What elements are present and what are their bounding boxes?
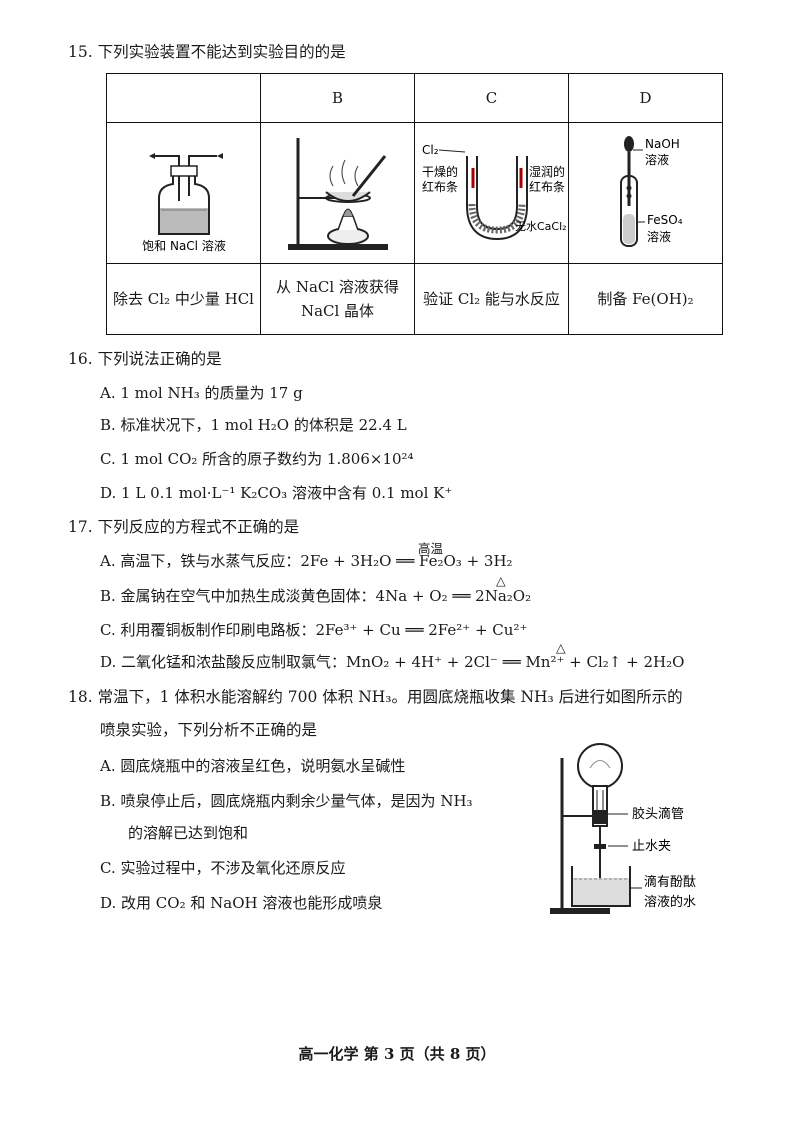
q15-c-wet2: 红布条 [529, 179, 565, 194]
q16-option-d: D. 1 L 0.1 mol·L⁻¹ K₂CO₃ 溶液中含有 0.1 mol K… [100, 484, 453, 502]
q15-c-cacl2: 无水CaCl₂ [515, 220, 567, 233]
q15-d-feso1: FeSO₄ [647, 213, 683, 227]
fountain-dropper-label: 胶头滴管 [632, 806, 684, 822]
q15-header-d: D [568, 73, 723, 123]
q15-table: B C D 饱和 NaCl 溶液 [106, 73, 723, 335]
q15-apparatus-d: NaOH 溶液 FeSO₄ 溶液 [568, 122, 723, 264]
gas-wash-bottle-diagram: 饱和 NaCl 溶液 [142, 153, 226, 253]
q15-c-cl2: Cl₂ [422, 143, 439, 157]
q18-option-a: A. 圆底烧瓶中的溶液呈红色，说明氨水呈碱性 [100, 757, 406, 775]
q15-d-naoh1: NaOH [645, 137, 680, 151]
q17-option-d: D. 二氧化锰和浓盐酸反应制取氯气：MnO₂ + 4H⁺ + 2Cl⁻ ══ M… [100, 653, 685, 671]
evaporation-setup-diagram [287, 138, 388, 250]
q15-desc-b: 从 NaCl 溶液获得 NaCl 晶体 [260, 263, 415, 335]
q17-cond-heat-d: △ [556, 640, 566, 655]
q15-desc-b-line2: NaCl 晶体 [300, 302, 375, 320]
q17-option-a: A. 高温下，铁与水蒸气反应：2Fe + 3H₂O ══ Fe₂O₃ + 3H₂ [100, 552, 513, 570]
q15-apparatus-b [260, 122, 415, 264]
test-tube-dropper-diagram: NaOH 溶液 FeSO₄ 溶液 [619, 136, 683, 247]
q16-option-a: A. 1 mol NH₃ 的质量为 17 g [100, 384, 303, 402]
q15-a-label: 饱和 NaCl 溶液 [142, 238, 226, 253]
q16-option-b: B. 标准状况下，1 mol H₂O 的体积是 22.4 L [100, 416, 407, 434]
q15-apparatus-c: Cl₂ 干燥的 红布条 湿润的 红布条 无水CaCl₂ [414, 122, 569, 264]
page-footer: 高一化学 第 3 页（共 8 页） [298, 1045, 496, 1063]
q18-title-line2: 喷泉实验，下列分析不正确的是 [100, 721, 318, 739]
fountain-experiment-diagram: 胶头滴管 止水夹 滴有酚酞 溶液的水 [550, 743, 696, 914]
fountain-water-label-2: 溶液的水 [644, 894, 696, 910]
q15-apparatus-a: 饱和 NaCl 溶液 [106, 122, 261, 264]
q17-cond-heat-b: △ [496, 573, 506, 588]
fountain-water-label-1: 滴有酚酞 [644, 874, 696, 890]
q16-title: 16. 下列说法正确的是 [68, 350, 222, 368]
q15-desc-a: 除去 Cl₂ 中少量 HCl [106, 263, 261, 335]
q18-title-line1: 18. 常温下，1 体积水能溶解约 700 体积 NH₃。用圆底烧瓶收集 NH₃… [68, 688, 683, 706]
q15-header-b: B [260, 73, 415, 123]
q15-d-naoh2: 溶液 [645, 152, 669, 167]
q15-c-dry1: 干燥的 [422, 164, 458, 179]
q15-header-a [106, 73, 261, 123]
q15-c-wet1: 湿润的 [529, 164, 565, 179]
q17-option-b: B. 金属钠在空气中加热生成淡黄色固体：4Na + O₂ ══ 2Na₂O₂ [100, 587, 532, 605]
q17-title: 17. 下列反应的方程式不正确的是 [68, 518, 300, 536]
q18-option-c: C. 实验过程中，不涉及氧化还原反应 [100, 859, 346, 877]
q15-desc-c: 验证 Cl₂ 能与水反应 [414, 263, 569, 335]
q16-option-c: C. 1 mol CO₂ 所含的原子数约为 1.806×10²⁴ [100, 450, 414, 468]
q15-c-dry2: 红布条 [422, 179, 458, 194]
q18-option-b: B. 喷泉停止后，圆底烧瓶内剩余少量气体，是因为 NH₃ [100, 792, 473, 810]
q15-title: 15. 下列实验装置不能达到实验目的的是 [68, 43, 346, 61]
q18-option-b-cont: 的溶解已达到饱和 [128, 824, 249, 842]
q17-cond-high-temp: 高温 [418, 541, 444, 556]
q15-desc-d: 制备 Fe(OH)₂ [568, 263, 723, 335]
q18-option-d: D. 改用 CO₂ 和 NaOH 溶液也能形成喷泉 [100, 894, 383, 912]
q15-d-feso2: 溶液 [647, 229, 671, 244]
fountain-clamp-label: 止水夹 [632, 839, 671, 854]
q15-desc-b-line1: 从 NaCl 溶液获得 [276, 278, 399, 296]
q17-option-c: C. 利用覆铜板制作印刷电路板：2Fe³⁺ + Cu ══ 2Fe²⁺ + Cu… [100, 621, 528, 639]
u-tube-diagram: Cl₂ 干燥的 红布条 湿润的 红布条 无水CaCl₂ [422, 143, 567, 241]
q15-header-c: C [414, 73, 569, 123]
